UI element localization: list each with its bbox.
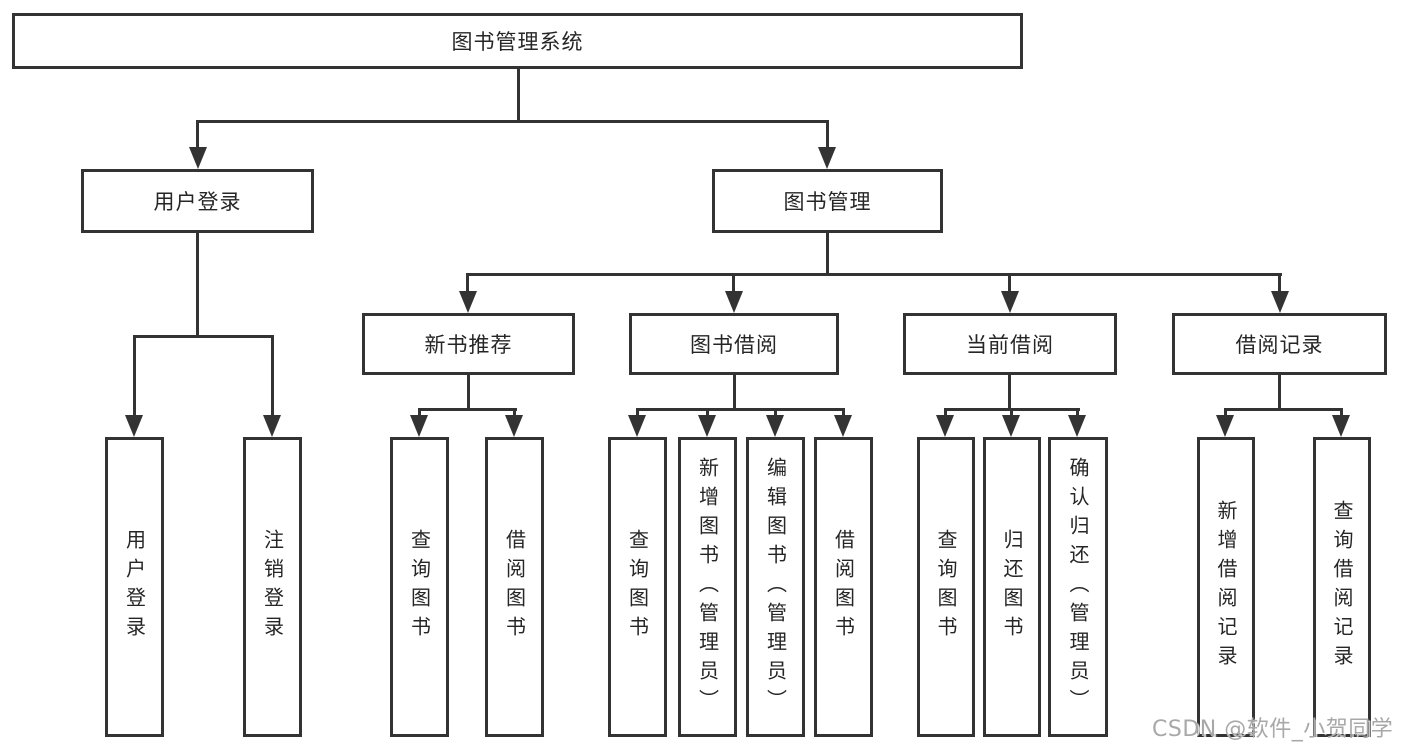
connector-trunk [1008,374,1011,411]
connector-shaft [1278,273,1281,293]
connector-shaft [196,120,199,150]
down-arrowhead [1271,291,1289,313]
leaf-label: 查询图书 [407,529,432,645]
connector-book-management-trunk [826,232,829,276]
leaf-add-borrow-record: 新增借阅记录 [1197,437,1255,737]
node-label: 用户登录 [153,190,242,214]
node-book-management: 图书管理 [712,169,943,233]
connector-shaft [842,408,845,420]
connector-root-trunk [517,68,520,123]
down-arrowhead [1216,415,1234,437]
leaf-label: 查询图书 [625,529,650,645]
connector-level3-split [467,273,1282,276]
leaf-label: 新增借阅记录 [1214,500,1238,674]
down-arrowhead [936,415,954,437]
down-arrowhead [263,415,281,437]
connector-shaft [706,408,709,420]
leaf-query-books-recommendation: 查询图书 [390,437,449,737]
down-arrowhead [410,415,428,437]
node-borrowing-records: 借阅记录 [1172,313,1387,375]
node-label: 借阅记录 [1235,333,1324,357]
connector-shaft [944,408,947,420]
down-arrowhead [698,415,716,437]
leaf-label: 新增图书（管理员） [695,456,720,718]
leaf-label: 编辑图书（管理员） [763,456,788,718]
node-user-login: 用户登录 [81,169,314,233]
connector-shaft [418,408,421,420]
connector-shaft [1010,408,1013,420]
connector-level2-split [196,120,829,123]
node-new-book-recommendation: 新书推荐 [362,313,575,375]
leaf-add-book-admin: 新增图书（管理员） [678,437,737,737]
down-arrowhead [125,415,143,437]
connector-shaft [133,335,136,419]
down-arrowhead [818,147,836,169]
node-label: 图书借阅 [690,333,778,357]
node-label: 当前借阅 [966,333,1054,357]
leaf-edit-book-admin: 编辑图书（管理员） [746,437,805,737]
down-arrowhead [766,415,784,437]
leaf-return-books: 归还图书 [983,437,1041,737]
connector-user-login-trunk [196,232,199,338]
connector-shaft [1076,408,1079,420]
connector-user-login-split [133,335,274,338]
connector-trunk [467,374,470,411]
down-arrowhead [459,291,477,313]
leaf-label: 注销登录 [260,529,285,645]
leaf-user-login: 用户登录 [105,437,164,737]
connector-shaft [636,408,639,420]
connector-trunk [733,374,736,411]
connector-split [1224,408,1343,411]
connector-shaft [513,408,516,420]
connector-shaft [466,273,469,293]
connector-trunk [1278,374,1281,411]
down-arrowhead [1068,415,1086,437]
node-label: 新书推荐 [424,333,513,357]
connector-shaft [826,120,829,150]
down-arrowhead [1332,415,1350,437]
down-arrowhead [628,415,646,437]
leaf-label: 用户登录 [122,529,147,645]
leaf-label: 借阅图书 [502,529,527,645]
down-arrowhead [1002,415,1020,437]
node-library-management-system: 图书管理系统 [12,13,1023,69]
leaf-label: 借阅图书 [831,529,856,645]
node-current-borrowing: 当前借阅 [903,313,1117,375]
connector-shaft [1340,408,1343,420]
leaf-borrow-books-borrowing: 借阅图书 [814,437,873,737]
node-label: 图书管理系统 [451,30,584,54]
connector-shaft [1008,273,1011,293]
down-arrowhead [834,415,852,437]
connector-split [636,408,845,411]
connector-split [418,408,517,411]
down-arrowhead [1001,291,1019,313]
leaf-label: 查询借阅记录 [1330,500,1354,674]
connector-shaft [271,335,274,419]
node-book-borrowing: 图书借阅 [629,313,839,375]
leaf-label: 归还图书 [1000,529,1024,645]
leaf-query-books-borrowing: 查询图书 [608,437,667,737]
connector-shaft [774,408,777,420]
leaf-logout: 注销登录 [243,437,302,737]
leaf-query-books-current: 查询图书 [917,437,975,737]
down-arrowhead [189,147,207,169]
leaf-label: 确认归还（管理员） [1066,456,1090,718]
leaf-query-borrow-record: 查询借阅记录 [1313,437,1371,737]
connector-shaft [732,273,735,293]
leaf-confirm-return-admin: 确认归还（管理员） [1048,437,1108,737]
leaf-borrow-books-recommendation: 借阅图书 [485,437,544,737]
csdn-watermark: CSDN @软件_小贺同学 [1152,717,1394,742]
leaf-label: 查询图书 [934,529,958,645]
down-arrowhead [505,415,523,437]
down-arrowhead [725,291,743,313]
connector-shaft [1224,408,1227,420]
node-label: 图书管理 [783,190,872,214]
